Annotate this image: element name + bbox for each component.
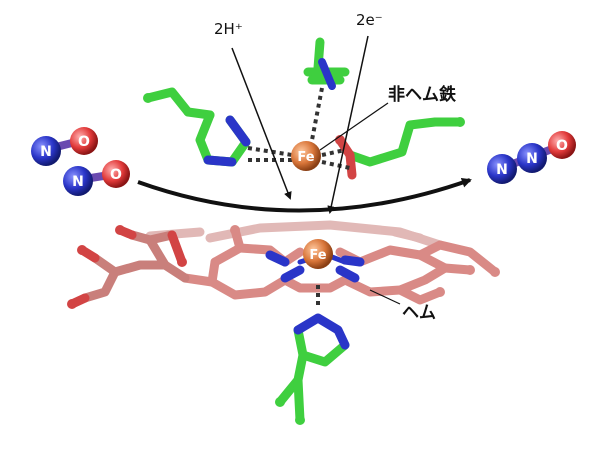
protons-label: 2H⁺: [214, 20, 243, 38]
no-bottom-n-label: N: [72, 174, 84, 190]
heme-iron-label: Fe: [309, 248, 326, 263]
electrons-label: 2e⁻: [356, 11, 383, 29]
no-molecule-bottom: N O: [63, 160, 130, 196]
nonheme-iron-atom: Fe: [291, 141, 321, 171]
nonheme-iron-caption: 非ヘム鉄: [388, 84, 456, 105]
n2o-n2-label: N: [526, 151, 538, 167]
reaction-arrow: [137, 177, 472, 213]
heme-group: [67, 220, 500, 309]
no-molecule-top: N O: [31, 127, 98, 166]
heme-caption: ヘム: [402, 303, 436, 323]
heme-leader-line: [369, 289, 401, 305]
nonheme-iron-label: Fe: [297, 150, 314, 165]
nonheme-site: [143, 37, 465, 180]
n2o-n1-label: N: [496, 162, 508, 178]
no-bottom-o-label: O: [110, 167, 122, 183]
proton-arrow: [231, 47, 292, 200]
n2o-o-label: O: [556, 138, 568, 154]
no-top-o-label: O: [78, 134, 90, 150]
nonheme-leader-line: [319, 102, 389, 151]
no-top-n-label: N: [40, 144, 52, 160]
nonheme-coordination-bonds: [247, 87, 351, 170]
n2o-molecule: N N O: [487, 131, 576, 184]
heme-iron-atom: Fe: [303, 239, 333, 269]
proximal-histidine: [275, 313, 350, 425]
electron-arrow: [327, 35, 369, 214]
